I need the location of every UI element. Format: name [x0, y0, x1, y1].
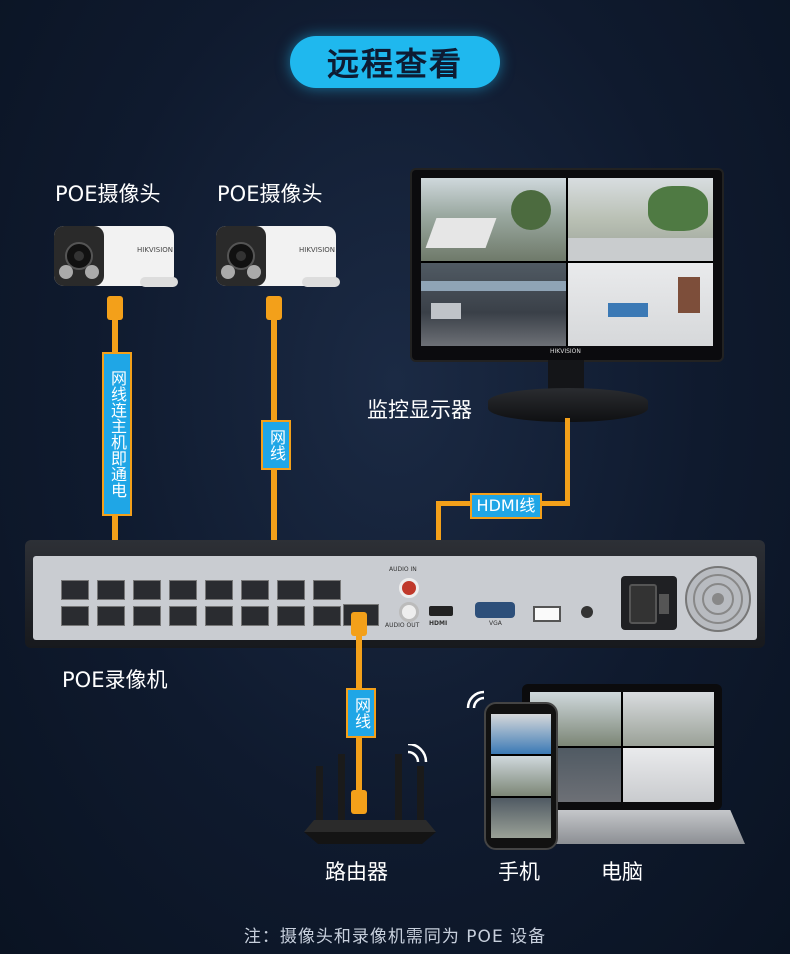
page-title: 远程查看	[290, 36, 500, 88]
laptop-label: 电脑	[601, 860, 643, 884]
nvr-label: POE录像机	[62, 668, 168, 692]
rj45-connector-icon	[107, 296, 123, 320]
camera-icon: HIKVISION	[216, 226, 340, 287]
router-label: 路由器	[325, 860, 388, 884]
fan-icon	[685, 566, 751, 632]
phone-screen	[491, 714, 551, 838]
rj45-connector-icon	[351, 790, 367, 814]
vga-port-label: VGA	[489, 620, 502, 627]
router-cable-tag: 网线	[346, 688, 376, 738]
phone	[484, 702, 558, 850]
svg-text:HIKVISION: HIKVISION	[299, 246, 335, 254]
vga-port	[475, 602, 515, 618]
hdmi-port	[429, 606, 453, 616]
camera-2-label: POE摄像头	[217, 182, 323, 206]
poe-nvr: AUDIO IN AUDIO OUT HDMI VGA	[25, 540, 765, 648]
rj45-connector-icon	[266, 296, 282, 320]
camera-icon: HIKVISION	[54, 226, 178, 287]
monitor: HIKVISION	[412, 170, 722, 360]
cable-1-tag: 网线连主机即通电	[102, 352, 132, 516]
monitor-screen	[421, 178, 713, 346]
audio-in-label: AUDIO IN	[389, 566, 417, 573]
camera-1-label: POE摄像头	[55, 182, 161, 206]
cable-2-tag: 网线	[261, 420, 291, 470]
poe-camera-2: HIKVISION	[214, 222, 342, 296]
svg-text:HIKVISION: HIKVISION	[137, 246, 173, 254]
router-icon	[304, 744, 436, 844]
ground-screw	[581, 606, 593, 618]
hdmi-tag: HDMI线	[470, 493, 542, 519]
hdmi-port-label: HDMI	[429, 620, 448, 627]
rj45-connector-icon	[351, 612, 367, 636]
footnote: 注：摄像头和录像机需同为 POE 设备	[243, 927, 547, 947]
audio-in-jack	[399, 578, 419, 598]
monitor-brand: HIKVISION	[550, 348, 581, 355]
monitor-label: 监控显示器	[367, 398, 472, 422]
power-socket	[621, 576, 677, 630]
phone-label: 手机	[498, 860, 540, 884]
monitor-base	[488, 388, 648, 422]
poe-port-block	[61, 580, 361, 626]
wifi-signal-icon	[466, 690, 485, 709]
usb-port	[533, 606, 561, 622]
audio-out-jack	[399, 602, 419, 622]
poe-camera-1: HIKVISION	[52, 222, 180, 296]
hdmi-cable	[565, 418, 570, 506]
audio-out-label: AUDIO OUT	[385, 622, 420, 629]
